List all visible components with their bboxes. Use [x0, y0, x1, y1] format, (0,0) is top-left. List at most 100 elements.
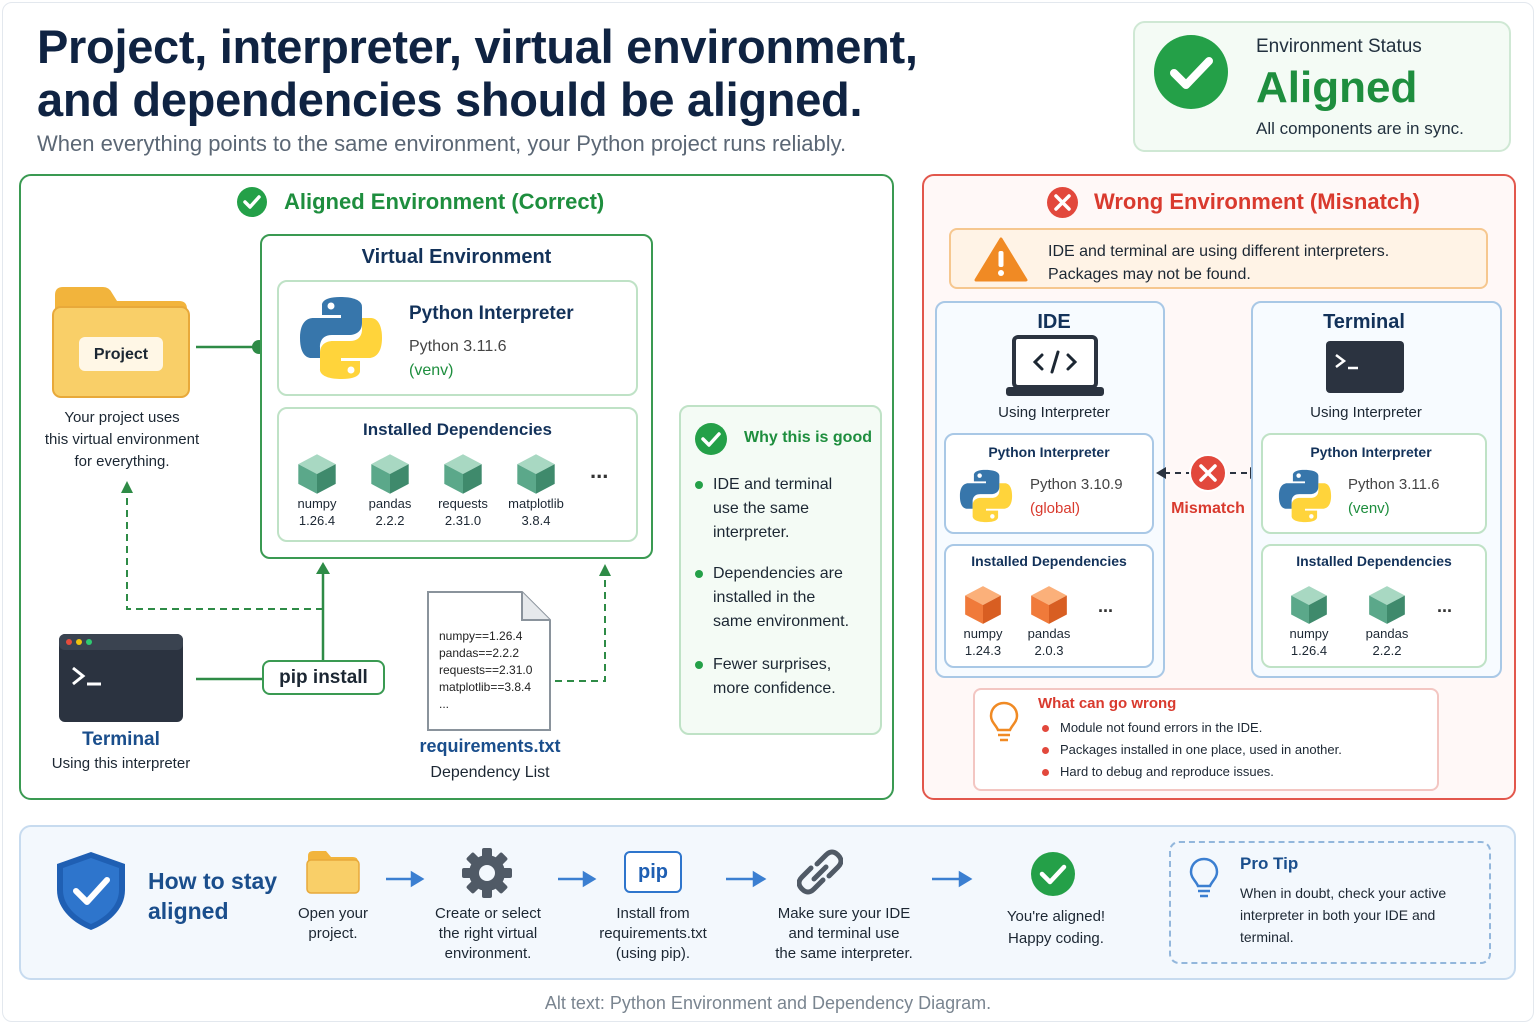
pro-tip-card — [1169, 841, 1491, 964]
warning-text: IDE and terminal are using different int… — [1048, 243, 1390, 283]
dependency-version: 1.26.4 — [1290, 643, 1328, 658]
dependency-version: 3.8.4 — [521, 513, 551, 528]
dependency-item: requests 2.31.0 — [429, 452, 497, 528]
package-cube-icon — [444, 454, 482, 494]
project-label: Project — [93, 346, 149, 363]
terminal-column-subtitle: Using Interpreter — [1310, 404, 1422, 421]
dependency-item: numpy 1.26.4 — [1279, 584, 1339, 658]
interpreter-env: (venv) — [409, 362, 454, 379]
issue-item: Hard to debug and reproduce issues. — [1060, 764, 1274, 779]
python-logo-icon — [959, 469, 1013, 523]
bullet-dot — [1042, 725, 1049, 732]
lightbulb-icon — [989, 701, 1019, 742]
why-point-3: Fewer surprises,more confidence. — [713, 656, 836, 697]
terminal-column-title: Terminal — [1323, 311, 1405, 333]
more-dependencies: ... — [590, 458, 609, 483]
bullet-dot — [695, 570, 703, 578]
terminal-interpreter-version: Python 3.11.6 — [1348, 476, 1440, 493]
dependency-version: 1.26.4 — [298, 513, 336, 528]
package-cube-icon — [1369, 586, 1405, 624]
ide-interpreter-version: Python 3.10.9 — [1030, 476, 1123, 493]
package-cube-icon — [517, 454, 555, 494]
venv-title: Virtual Environment — [361, 246, 552, 268]
link-chain-icon — [797, 849, 843, 895]
check-circle-icon — [1154, 35, 1228, 109]
requirements-contents: numpy==1.26.4 pandas==2.2.2 requests==2.… — [439, 629, 533, 711]
interpreter-version: Python 3.11.6 — [409, 338, 507, 355]
terminal-title: Terminal — [82, 729, 160, 750]
terminal-interpreter-env: (venv) — [1348, 500, 1390, 517]
issue-item: Packages installed in one place, used in… — [1060, 742, 1342, 757]
step-5-caption: You're aligned!Happy coding. — [1006, 908, 1106, 947]
dependency-version: 2.31.0 — [444, 513, 482, 528]
status-label: Environment Status — [1256, 36, 1422, 57]
warning-triangle-icon — [974, 237, 1028, 282]
page-subtitle: When everything points to the same envir… — [37, 131, 847, 156]
more-dependencies: ... — [1098, 596, 1114, 616]
ide-title: IDE — [1037, 311, 1071, 333]
dependency-item: numpy 1.26.4 — [283, 452, 351, 528]
issue-item: Module not found errors in the IDE. — [1060, 720, 1263, 735]
bullet-dot — [695, 481, 703, 489]
folder-icon — [306, 851, 360, 894]
laptop-code-icon — [1006, 335, 1104, 396]
dependency-name: numpy — [963, 626, 1003, 641]
mismatch-connector — [1156, 454, 1260, 492]
ide-interpreter-title: Python Interpreter — [988, 444, 1110, 460]
dependency-name: pandas — [1027, 626, 1071, 641]
dependency-name: numpy — [1289, 626, 1329, 641]
package-cube-icon — [1031, 586, 1067, 624]
dependency-item: pandas 2.2.2 — [356, 452, 424, 528]
dependency-name: requests — [438, 496, 488, 511]
requirements-subtitle: Dependency List — [430, 764, 550, 781]
python-logo-icon — [1278, 469, 1332, 523]
dependency-item: pandas 2.0.3 — [1019, 584, 1079, 658]
dependency-version: 2.2.2 — [375, 513, 405, 528]
why-good-title: Why this is good — [744, 429, 872, 446]
check-circle-icon — [695, 423, 727, 455]
mismatch-label: Mismatch — [1171, 500, 1245, 517]
package-cube-icon — [298, 454, 336, 494]
dependency-version: 2.0.3 — [1034, 643, 1064, 658]
status-value: Aligned — [1256, 63, 1418, 112]
check-circle-icon — [1031, 852, 1075, 896]
dependency-name: pandas — [368, 496, 412, 511]
bullet-dot — [1042, 769, 1049, 776]
ide-interpreter-env: (global) — [1030, 500, 1081, 517]
terminal-subtitle: Using this interpreter — [51, 755, 191, 772]
dependency-name: numpy — [297, 496, 337, 511]
more-dependencies: ... — [1437, 596, 1453, 616]
dependency-version: 1.24.3 — [964, 643, 1002, 658]
package-cube-icon — [965, 586, 1001, 624]
interpreter-title: Python Interpreter — [409, 303, 574, 324]
page-title: Project, interpreter, virtual environmen… — [37, 20, 918, 126]
terminal-icon — [1326, 341, 1404, 393]
python-logo-icon — [300, 297, 382, 379]
project-folder-icon[interactable] — [51, 283, 191, 399]
terminal-icon[interactable] — [59, 634, 183, 722]
dependency-item: numpy 1.24.3 — [953, 584, 1013, 658]
terminal-dependencies-title: Installed Dependencies — [1296, 553, 1452, 569]
alt-text-caption: Alt text: Python Environment and Depende… — [544, 993, 992, 1013]
wrong-panel-title: Wrong Environment (Misnatch) — [1094, 189, 1420, 214]
package-cube-icon — [1291, 586, 1327, 624]
pip-icon: pip — [624, 851, 682, 893]
aligned-panel-title: Aligned Environment (Correct) — [284, 189, 605, 214]
x-circle-icon — [1047, 187, 1078, 218]
terminal-interpreter-title: Python Interpreter — [1310, 444, 1432, 460]
requirements-file-icon[interactable] — [426, 590, 552, 732]
dependency-version: 2.2.2 — [1372, 643, 1402, 658]
ide-dependencies-title: Installed Dependencies — [971, 553, 1127, 569]
warning-banner — [949, 228, 1488, 289]
status-note: All components are in sync. — [1256, 119, 1464, 138]
pro-tip-title: Pro Tip — [1240, 854, 1299, 873]
bullet-dot — [695, 661, 703, 669]
